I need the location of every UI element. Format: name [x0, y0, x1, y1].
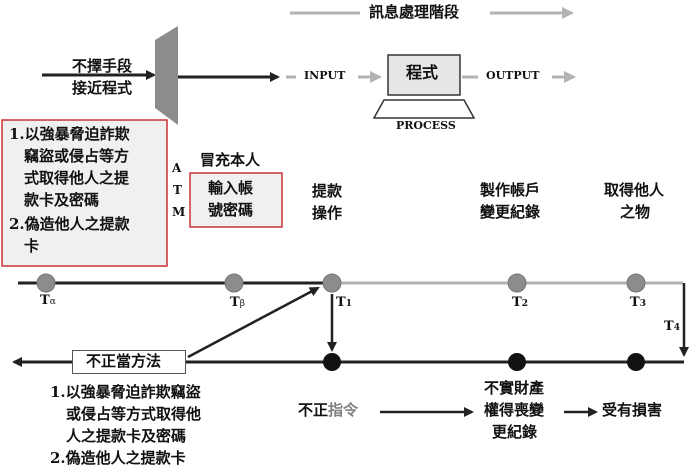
- program-label: 程式: [406, 63, 439, 82]
- lower-methods-line2: 或侵占等方式取得他: [66, 405, 202, 423]
- atm-a: A: [172, 161, 182, 175]
- program-base: [372, 99, 476, 119]
- withdraw-line1: 提款: [312, 182, 343, 200]
- lower-methods-line4: 2.偽造他人之提款卡: [50, 449, 186, 467]
- impersonate-box-line1: 輸入帳: [208, 179, 254, 197]
- program-screen: [387, 54, 461, 96]
- false-record-line1: 不實財產: [484, 379, 545, 397]
- stage-label: 訊息處理階段: [369, 3, 460, 21]
- improper-method-box: [72, 350, 186, 374]
- intro-line2: 接近程式: [72, 79, 133, 97]
- label-t3: T3: [630, 295, 646, 310]
- node-lower-2: [508, 353, 526, 371]
- lower-methods-line3: 人之提款卡及密碼: [66, 427, 187, 445]
- node-t-alpha: [36, 273, 56, 293]
- methods-line6: 卡: [24, 237, 40, 255]
- methods-box-frame: [1, 119, 168, 267]
- node-t2: [507, 273, 527, 293]
- impersonate-title: 冒充本人: [200, 151, 261, 169]
- label-t1: T1: [336, 295, 352, 310]
- node-lower-1: [323, 353, 341, 371]
- label-t2: T2: [512, 295, 528, 310]
- label-t-alpha: Tα: [40, 293, 56, 308]
- methods-line4: 款卡及密碼: [24, 191, 100, 209]
- improper-method-label: 不正當方法: [86, 352, 162, 370]
- intro-line1: 不擇手段: [72, 57, 133, 75]
- impersonate-box-frame: [189, 172, 283, 228]
- output-label: OUTPUT: [486, 69, 540, 82]
- false-record-line3: 更紀錄: [492, 423, 538, 441]
- atm-m: M: [172, 205, 186, 219]
- record-line1: 製作帳戶: [480, 181, 541, 199]
- methods-line1: 1.以強暴脅迫詐欺: [9, 125, 130, 143]
- damage-label: 受有損害: [602, 401, 663, 419]
- input-label: INPUT: [304, 69, 346, 82]
- improper-command: 不正指令: [298, 401, 359, 419]
- record-line2: 變更紀錄: [480, 203, 541, 221]
- node-t-beta: [224, 273, 244, 293]
- methods-line2: 竊盜或侵占等方: [24, 147, 130, 165]
- false-record-line2: 權得喪變: [484, 401, 545, 419]
- node-lower-3: [627, 353, 645, 371]
- withdraw-line2: 操作: [312, 204, 343, 222]
- label-t4: T4: [664, 319, 680, 334]
- obtain-line2: 之物: [620, 203, 651, 221]
- methods-line5: 2.偽造他人之提款: [9, 215, 130, 233]
- lower-methods-line1: 1.以強暴脅迫詐欺竊盜: [50, 383, 201, 401]
- improper-to-t1-arrow: [187, 286, 320, 359]
- methods-line3: 式取得他人之提: [24, 169, 130, 187]
- node-t1: [322, 273, 342, 293]
- process-label: PROCESS: [396, 119, 456, 132]
- obtain-line1: 取得他人: [604, 181, 665, 199]
- barrier-shape: [155, 26, 178, 125]
- label-t-beta: Tβ: [230, 295, 245, 310]
- atm-t: T: [173, 183, 182, 197]
- impersonate-box-line2: 號密碼: [208, 201, 254, 219]
- node-t3: [626, 273, 646, 293]
